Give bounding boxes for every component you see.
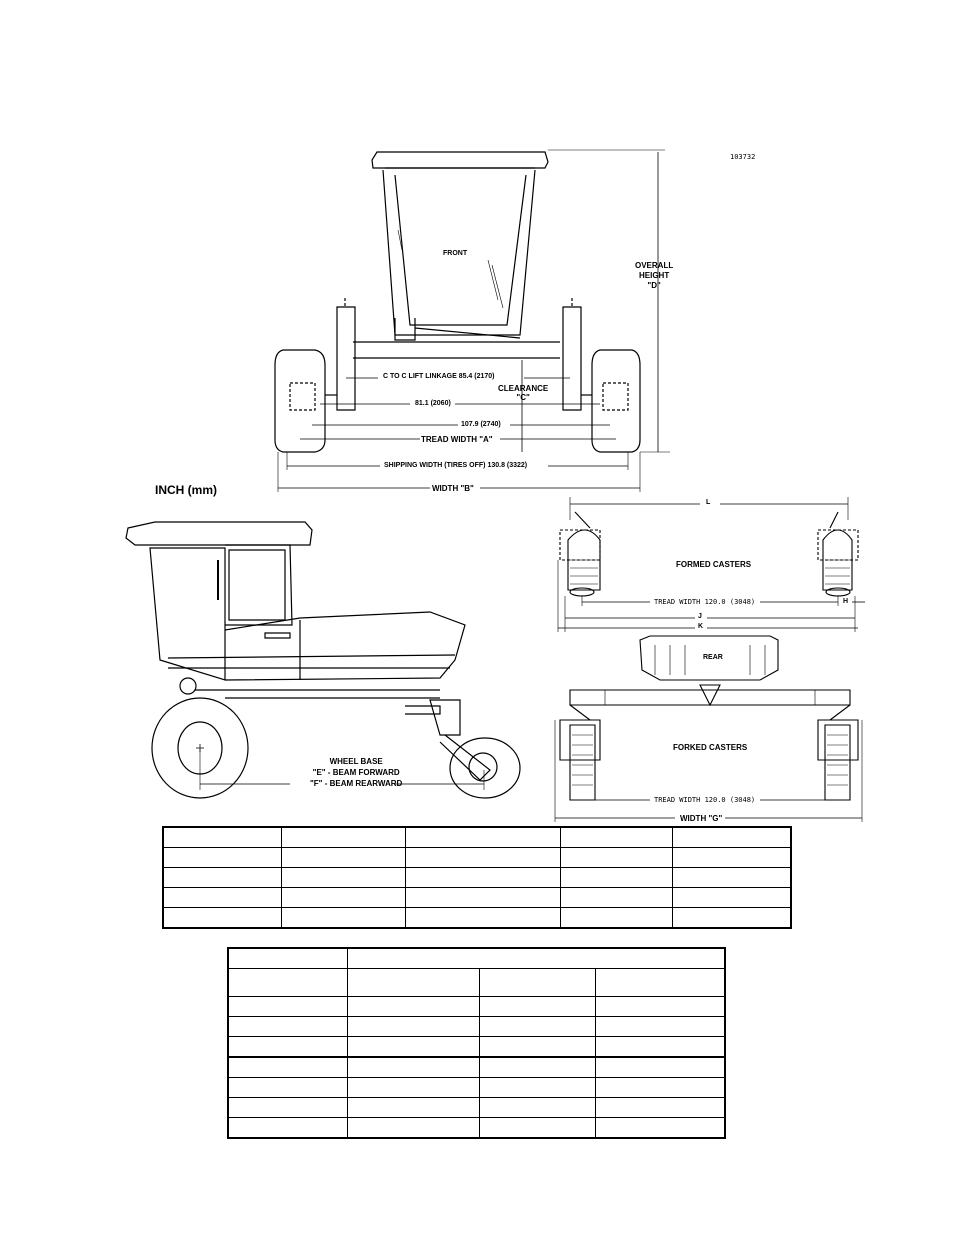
forked-tread-width-label: TREAD WIDTH 120.0 (3048) <box>654 796 756 804</box>
dim-81-label: 81.1 (2060) <box>415 400 451 407</box>
width-b-label: WIDTH "B" <box>432 484 474 493</box>
table-row <box>162 907 792 929</box>
table-row <box>227 947 726 969</box>
table-row <box>227 1077 726 1098</box>
table-row <box>227 1117 726 1139</box>
table-row <box>162 887 792 908</box>
table-row <box>227 1016 726 1037</box>
table-row <box>227 1056 726 1078</box>
table-row <box>227 968 726 997</box>
width-g-label: WIDTH "G" <box>680 814 723 823</box>
dim-h-label: H <box>843 598 849 605</box>
table-row <box>162 847 792 868</box>
front-label: FRONT <box>443 250 468 257</box>
tread-width-a-label: TREAD WIDTH "A" <box>421 435 493 444</box>
figure-id: 103732 <box>730 153 756 161</box>
dim-k-label: K <box>698 623 704 630</box>
shipping-width-label: SHIPPING WIDTH (TIRES OFF) 130.8 (3322) <box>384 462 528 469</box>
c-to-c-lift-linkage-label: C TO C LIFT LINKAGE 85.4 (2170) <box>383 373 495 380</box>
formed-tread-width-label: TREAD WIDTH 120.0 (3048) <box>654 598 756 606</box>
wheel-base-label: WHEEL BASE "E" - BEAM FORWARD "F" - BEAM… <box>310 757 403 788</box>
unit-note: INCH (mm) <box>155 483 217 497</box>
clearance-label: CLEARANCE "C" <box>498 384 549 402</box>
table-row <box>162 867 792 888</box>
dim-l-label: L <box>706 499 711 506</box>
table-row <box>227 1097 726 1118</box>
rear-label: REAR <box>703 654 723 661</box>
forked-casters-title: FORKED CASTERS <box>673 743 748 752</box>
dimensions-table-1 <box>162 826 792 929</box>
dim-107-label: 107.9 (2740) <box>461 421 501 428</box>
formed-casters-title: FORMED CASTERS <box>676 560 752 569</box>
dimensions-table-2 <box>227 947 726 1139</box>
overall-height-label: OVERALL HEIGHT "D" <box>635 261 674 290</box>
dim-j-label: J <box>698 613 702 620</box>
table-row <box>227 996 726 1017</box>
table-row <box>162 826 792 848</box>
table-row <box>227 1036 726 1058</box>
